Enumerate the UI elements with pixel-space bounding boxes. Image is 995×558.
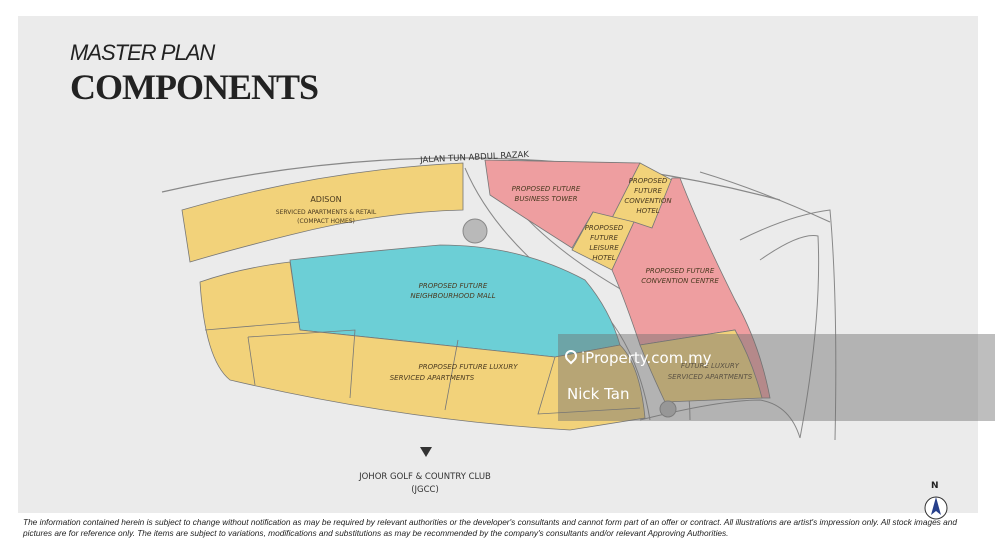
label-leisure-hotel-4: HOTEL — [592, 254, 615, 262]
location-pin-icon — [562, 347, 580, 365]
title-master-plan: MASTER PLAN — [70, 40, 215, 65]
compass-needle-icon — [931, 497, 941, 515]
label-convention-hotel-4: HOTEL — [636, 207, 659, 215]
label-adison-type: (COMPACT HOMES) — [297, 218, 355, 225]
landmark-name: JOHOR GOLF & COUNTRY CLUB — [359, 472, 491, 482]
down-arrow-icon — [420, 447, 432, 457]
watermark-brand: iProperty.com.my — [562, 347, 712, 367]
label-leisure-hotel-1: PROPOSED — [585, 224, 624, 232]
landmark-jgcc: JOHOR GOLF & COUNTRY CLUB (JGCC) — [340, 471, 510, 497]
label-apartments-west-1: PROPOSED FUTURE LUXURY — [419, 363, 519, 371]
watermark-overlay — [558, 334, 995, 421]
label-mall-1: PROPOSED FUTURE — [419, 282, 488, 290]
parcel-luxury-apartments-east — [639, 329, 763, 403]
label-adison-use: SERVICED APARTMENTS & RETAIL — [276, 209, 377, 216]
road-east-branch — [739, 209, 837, 441]
label-mall-2: NEIGHBOURHOOD MALL — [410, 292, 495, 300]
road-east-branch-2 — [759, 235, 820, 439]
roundabout-north — [462, 218, 488, 244]
watermark-agent: Nick Tan — [567, 385, 630, 403]
parcel-divider-3 — [444, 339, 459, 411]
label-leisure-hotel-2: FUTURE — [590, 234, 618, 242]
title-components: COMPONENTS — [70, 67, 319, 107]
parcel-divider-1 — [204, 321, 301, 331]
label-leisure-hotel-3: LEISURE — [589, 244, 619, 252]
label-convention-hotel-3: CONVENTION — [624, 197, 672, 205]
disclaimer-text: The information contained herein is subj… — [23, 517, 957, 538]
label-convention-centre-1: PROPOSED FUTURE — [646, 267, 715, 275]
road-east-outer — [699, 171, 831, 223]
label-business-tower-1: PROPOSED FUTURE — [512, 185, 581, 193]
parcel-neighbourhood-mall — [289, 244, 621, 358]
label-business-tower-2: BUSINESS TOWER — [515, 195, 578, 203]
road-north-edge — [161, 157, 781, 201]
watermark-brand-text: iProperty.com.my — [581, 349, 712, 367]
landmark-abbr: (JGCC) — [411, 485, 439, 495]
label-convention-centre-2: CONVENTION CENTRE — [641, 277, 719, 285]
label-apartments-east-2: SERVICED APARTMENTS — [668, 373, 753, 381]
parcel-divider-5 — [247, 336, 256, 386]
parcel-luxury-apartments-west — [199, 261, 646, 431]
label-apartments-west-2: SERVICED APARTMENTS — [390, 374, 475, 382]
label-convention-hotel-1: PROPOSED — [629, 177, 668, 185]
label-adison-name: ADISON — [310, 195, 341, 204]
roundabout-south — [659, 400, 677, 418]
parcel-divider-4 — [537, 356, 641, 415]
compass-label: N — [931, 481, 939, 491]
label-convention-hotel-2: FUTURE — [634, 187, 662, 195]
road-south-east — [639, 399, 801, 439]
parcel-adison — [181, 162, 464, 263]
parcel-divider-2 — [247, 329, 356, 399]
label-apartments-east-1: FUTURE LUXURY — [681, 362, 740, 370]
